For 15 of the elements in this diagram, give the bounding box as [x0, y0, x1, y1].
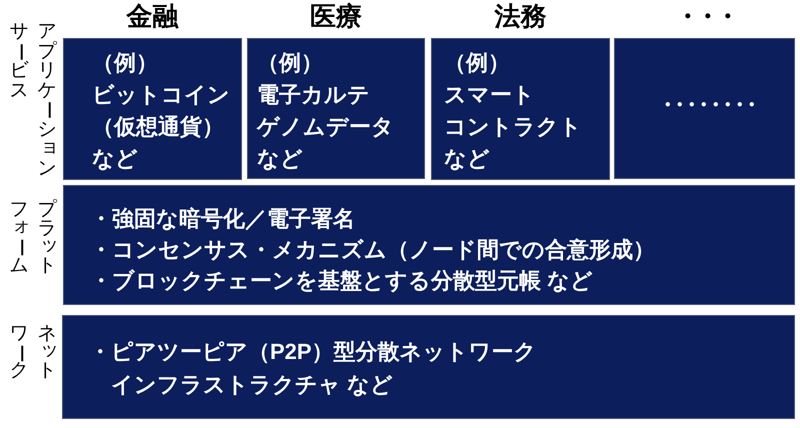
column-heading: 金融 [126, 0, 178, 33]
example-text: （例）スマートコントラクトなど [444, 49, 582, 173]
example-text: （例）電子カルテゲノムデータなど [257, 49, 394, 173]
column-heading: 法務 [494, 0, 546, 33]
layer-band [63, 185, 795, 305]
example-text: （例）ビットコイン（仮想通貨）など [92, 49, 230, 173]
bullet-item: ・ピアツーピア（P2P）型分散ネットワークインフラストラクチャ など [89, 338, 537, 399]
column-heading: ・・・ [674, 0, 734, 33]
bullet-item: ・コンセンサス・メカニズム（ノード間での合意形成） [90, 236, 655, 264]
row-label: アプリケーションサービス [8, 22, 59, 180]
layer-band [62, 315, 795, 419]
bullet-item: ・ブロックチェーンを基盤とする分散型元帳 など [90, 267, 594, 295]
column-heading: 医療 [310, 0, 362, 33]
ellipsis-text: ・・・・・・・・ [656, 90, 752, 119]
bullet-item: ・強固な暗号化／電子署名 [90, 205, 355, 233]
